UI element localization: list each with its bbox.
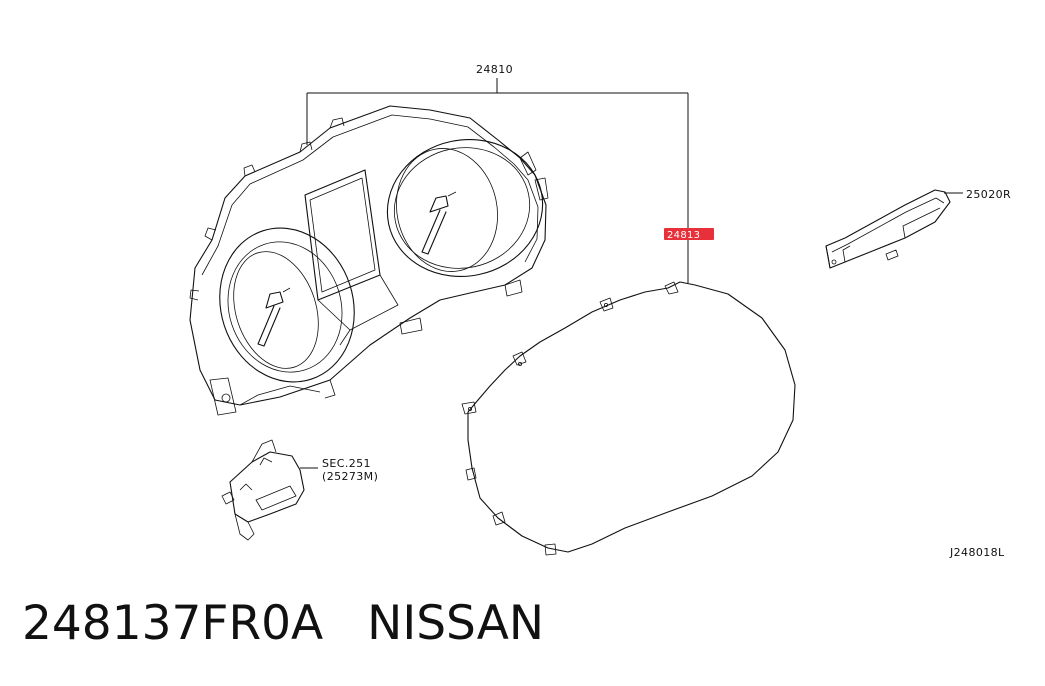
- drawing-id: J248018L: [949, 546, 1005, 559]
- label-25273m: (25273M): [322, 470, 378, 483]
- brand-name: NISSAN: [367, 596, 545, 651]
- part-number: 248137FR0A: [22, 596, 324, 651]
- meter-lens-drawing: [461, 281, 796, 556]
- switch-25020r-drawing: [825, 189, 951, 269]
- meter-cluster-drawing: [189, 105, 549, 416]
- label-24813: 24813: [667, 230, 700, 241]
- part-title: 248137FR0A NISSAN: [22, 596, 544, 651]
- callout-24813[interactable]: 24813: [664, 228, 714, 241]
- leader-24810: [306, 78, 689, 283]
- label-sec251: SEC.251: [322, 457, 371, 470]
- label-24810: 24810: [476, 63, 513, 76]
- label-25020r: 25020R: [966, 188, 1011, 201]
- callout-24813-box: [664, 228, 714, 240]
- connector-25273m-drawing: [221, 439, 305, 541]
